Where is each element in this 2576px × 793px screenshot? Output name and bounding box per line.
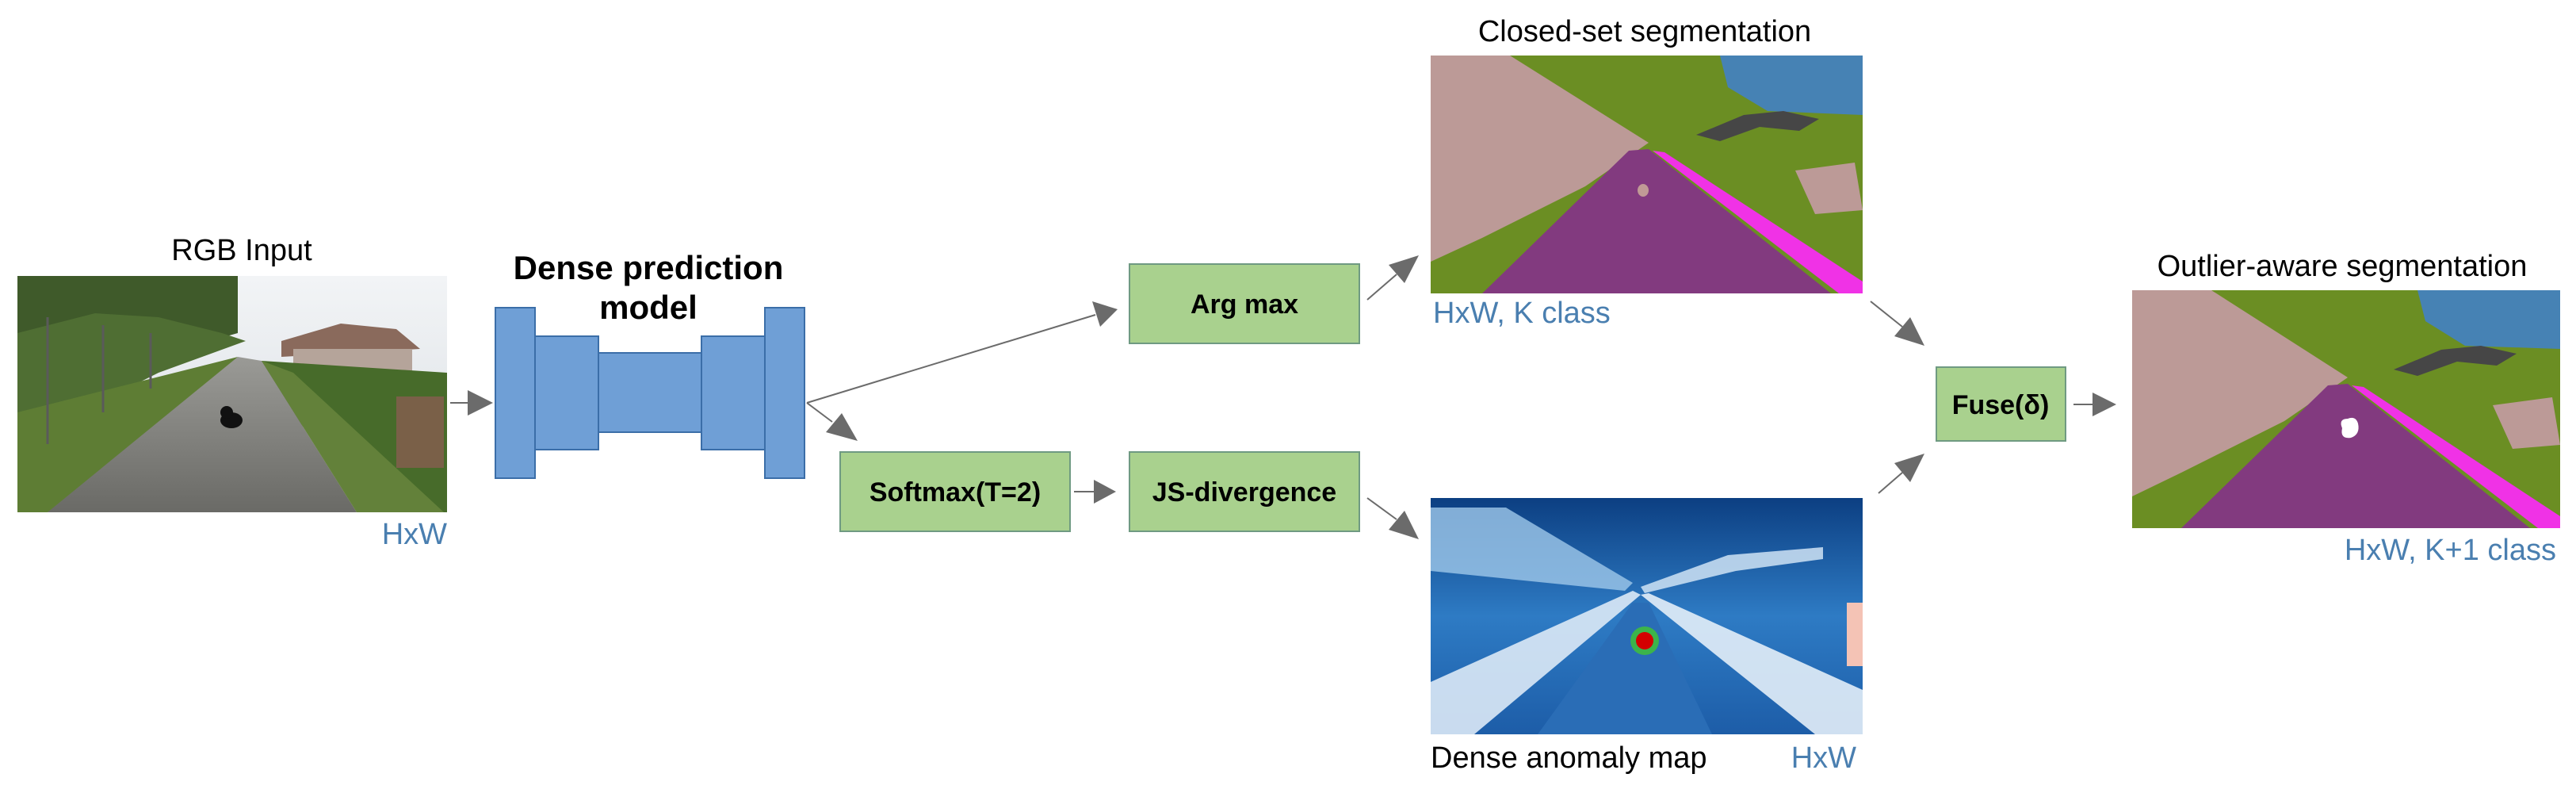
- argmax-box: Arg max: [1129, 263, 1360, 344]
- argmax-label: Arg max: [1191, 289, 1298, 320]
- rgb-input-title: RGB Input: [171, 234, 312, 267]
- anomaly-title: Dense anomaly map: [1431, 741, 1707, 775]
- arrow-closedset-to-fuse: [1870, 301, 1924, 346]
- dense-prediction-network: [495, 307, 805, 479]
- closedset-segmentation-image: [1431, 56, 1863, 293]
- arrow-argmax-to-closedset: [1366, 255, 1419, 301]
- jsdiv-box: JS-divergence: [1129, 451, 1360, 532]
- arrow-anomaly-to-fuse: [1878, 454, 1924, 494]
- jsdiv-label: JS-divergence: [1152, 477, 1336, 508]
- network-block-1: [495, 307, 536, 479]
- arrow-jsdiv-to-anomaly: [1366, 497, 1419, 539]
- anomaly-dim: HxW: [1791, 741, 1856, 775]
- network-block-5: [764, 307, 805, 479]
- rgb-input-photo: [17, 276, 447, 512]
- outlier-segmentation-image: [2132, 290, 2560, 528]
- fuse-box: Fuse(δ): [1936, 366, 2066, 442]
- softmax-box: Softmax(T=2): [839, 451, 1071, 532]
- closedset-dim: HxW, K class: [1433, 297, 1611, 330]
- network-block-3: [598, 352, 702, 433]
- fuse-label: Fuse(δ): [1952, 390, 2050, 420]
- arrow-model-to-softmax: [806, 402, 858, 441]
- network-block-2: [534, 335, 599, 450]
- outlier-title: Outlier-aware segmentation: [2157, 250, 2528, 283]
- rgb-input-dim: HxW: [382, 518, 447, 551]
- outlier-dim: HxW, K+1 class: [2345, 534, 2556, 567]
- model-title-line1: Dense prediction: [514, 249, 784, 286]
- arrow-fuse-to-output: [2073, 393, 2116, 416]
- arrow-input-to-model: [450, 390, 493, 416]
- softmax-label: Softmax(T=2): [869, 477, 1041, 508]
- closedset-title: Closed-set segmentation: [1478, 15, 1811, 48]
- dense-anomaly-map-image: [1431, 498, 1863, 734]
- arrow-softmax-to-jsdiv: [1074, 480, 1116, 504]
- arrow-model-to-argmax: [806, 301, 1118, 404]
- model-title-line2: model: [599, 289, 698, 326]
- network-block-4: [701, 335, 766, 450]
